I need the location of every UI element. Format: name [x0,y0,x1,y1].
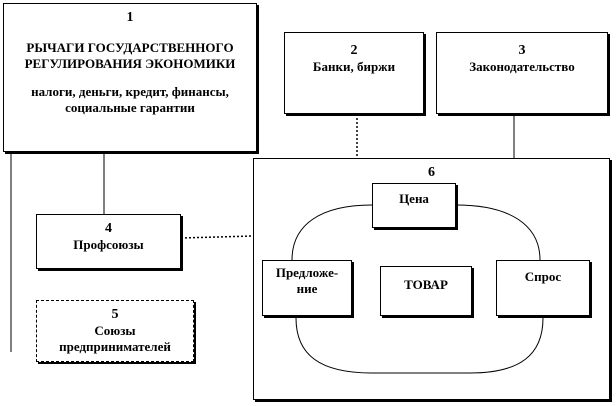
curve-top-right [455,204,541,261]
curve-bottom-left [295,317,470,374]
price-label: Цена [399,191,429,206]
curve-top-left [291,204,373,261]
box-trade-unions: 4 Профсоюзы [36,214,181,269]
box-demand: Спрос [496,260,590,316]
line-box4-box6 [180,235,254,239]
goods-label: ТОВАР [404,277,448,292]
box1-sub-line1: налоги, деньги, кредит, финансы, [31,84,229,99]
box5-number: 5 [111,307,119,322]
supply-line2: ние [296,281,318,296]
box1-number: 1 [126,10,134,25]
box6-number: 6 [428,165,435,180]
box5-line1: Союзы [94,323,136,338]
box5-line2: предпринимателей [59,339,171,354]
curve-bottom-right [469,317,544,374]
box-employers-unions: 5 Союзы предпринимателей [36,300,194,362]
box-goods: ТОВАР [380,266,472,316]
box1-sub-line2: социальные гарантии [65,100,195,115]
box3-label: Законодательство [469,59,575,74]
box4-number: 4 [105,221,112,236]
box3-number: 3 [518,43,526,58]
supply-line1: Предложе- [275,265,339,280]
box-legislation: 3 Законодательство [436,32,608,114]
box1-title-line1: РЫЧАГИ ГОСУДАРСТВЕННОГО [26,40,234,55]
box-market: 6 [253,158,610,400]
box-price: Цена [372,183,456,228]
box2-number: 2 [350,43,358,58]
box4-label: Профсоюзы [73,237,144,252]
box-state-regulation-levers: 1 РЫЧАГИ ГОСУДАРСТВЕННОГО РЕГУЛИРОВАНИЯ … [3,3,257,152]
box2-label: Банки, биржи [312,59,396,74]
demand-label: Спрос [524,269,562,284]
box1-title-line2: РЕГУЛИРОВАНИЯ ЭКОНОМИКИ [24,56,236,71]
box-supply: Предложе- ние [262,260,352,316]
box-banks-exchanges: 2 Банки, биржи [284,32,424,114]
